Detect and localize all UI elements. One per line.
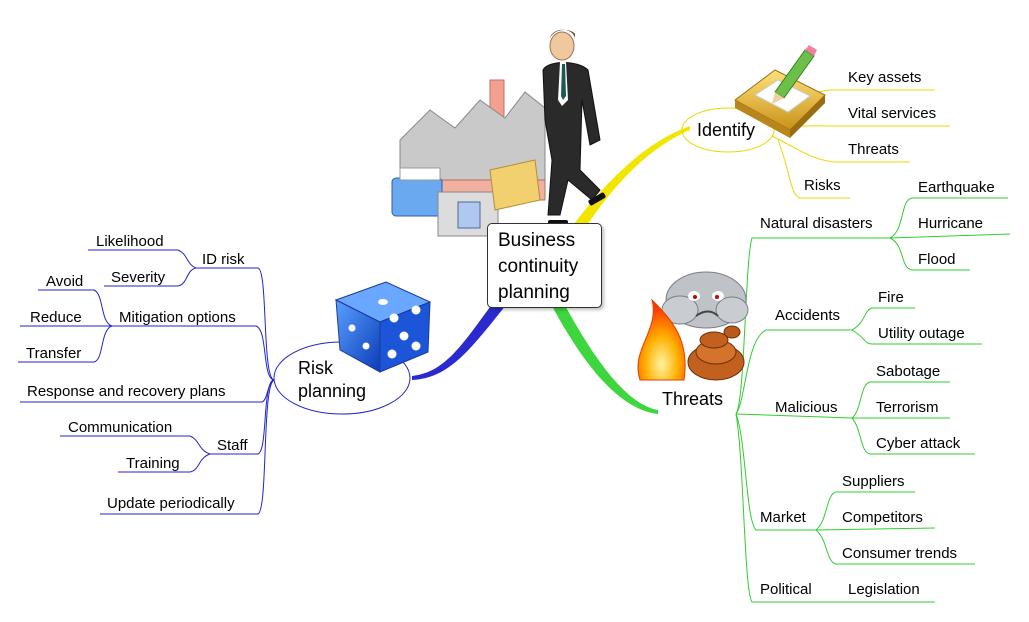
- central-topic-line: continuity: [498, 256, 579, 277]
- threat-item: Legislation: [848, 581, 920, 598]
- threat-item: Hurricane: [918, 215, 983, 232]
- risk-label-line: Risk: [298, 358, 334, 378]
- threats-branch: [735, 197, 1011, 603]
- risk-category: Update periodically: [107, 495, 235, 512]
- notepad-pencil-icon: [734, 45, 826, 138]
- threat-category: Malicious: [775, 399, 838, 416]
- dice-icon: [334, 281, 432, 373]
- identify-item: Risks: [804, 177, 841, 194]
- central-topic-line: planning: [498, 282, 570, 303]
- threat-item: Sabotage: [876, 363, 940, 380]
- risk-item: Communication: [68, 419, 172, 436]
- branch-threats: [552, 300, 658, 414]
- threat-item: Fire: [878, 289, 904, 306]
- risk-category: ID risk: [202, 251, 245, 268]
- identify-node-outline: [681, 107, 775, 153]
- threat-item: Competitors: [842, 509, 923, 526]
- storm-cloud-icon: [661, 271, 749, 329]
- threat-item: Suppliers: [842, 473, 905, 490]
- risk-category: Response and recovery plans: [27, 383, 225, 400]
- risk-label-line: planning: [298, 381, 366, 401]
- factory-icon: [391, 79, 546, 237]
- threat-item: Consumer trends: [842, 545, 957, 562]
- threat-item: Flood: [918, 251, 956, 268]
- identify-item: Threats: [848, 141, 899, 158]
- risk-category: Staff: [217, 437, 248, 454]
- identify-label: Identify: [697, 120, 755, 140]
- central-topic-line: Business: [498, 230, 576, 251]
- threat-item: Cyber attack: [876, 435, 961, 452]
- risk-item: Avoid: [46, 273, 83, 290]
- snake-icon: [687, 325, 745, 381]
- branch-risk: [412, 296, 510, 380]
- identify-item: Vital services: [848, 105, 936, 122]
- branch-identify: [568, 126, 690, 236]
- risk-category: Mitigation options: [119, 309, 236, 326]
- risk-item: Likelihood: [96, 233, 164, 250]
- threat-item: Earthquake: [918, 179, 995, 196]
- threat-category: Natural disasters: [760, 215, 873, 232]
- central-topic-box: Business continuity planning: [487, 223, 602, 308]
- risk-item: Severity: [111, 269, 166, 286]
- identify-item: Key assets: [848, 69, 921, 86]
- risk-item: Transfer: [26, 345, 81, 362]
- fire-icon: [637, 298, 686, 381]
- threat-category: Accidents: [775, 307, 840, 324]
- threat-item: Utility outage: [878, 325, 965, 342]
- threat-category: Political: [760, 581, 812, 598]
- businessman-icon: [542, 29, 606, 226]
- threat-item: Terrorism: [876, 399, 939, 416]
- risk-item: Reduce: [30, 309, 82, 326]
- threats-label: Threats: [662, 389, 723, 409]
- risk-item: Training: [126, 455, 180, 472]
- threat-category: Market: [760, 509, 807, 526]
